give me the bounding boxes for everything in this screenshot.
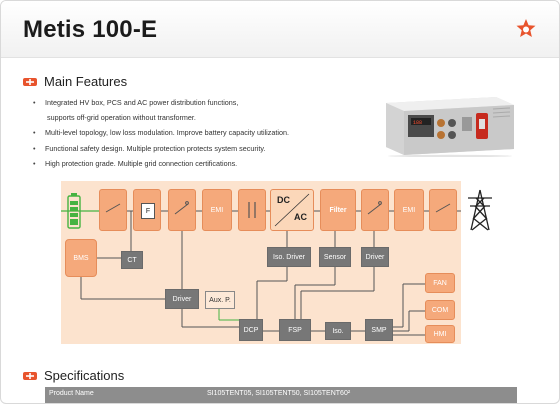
ac-label: AC [294,212,307,222]
main-features-title: Main Features [44,74,128,89]
driver-block-right: Driver [361,247,389,267]
smp-block: SMP [365,319,393,341]
fuse-block: F [133,189,161,231]
emi-label: EMI [210,206,224,214]
svg-text:188: 188 [413,120,422,126]
hmi-block: HMI [425,325,455,343]
switch-block [99,189,127,231]
fuse-label: F [141,203,155,219]
switch-block-right [429,189,457,231]
dc-label: DC [277,195,290,205]
topology-diagram: F EMI DC AC Filter EMI BMS [61,181,461,344]
product-image: 188 [386,97,514,157]
filter-label: Filter [329,206,347,214]
filter-block: Filter [320,189,356,231]
relay-block-right [361,189,389,231]
fan-label: FAN [433,279,447,287]
bms-label: BMS [73,254,89,262]
battery-icon [67,193,81,229]
bms-block: BMS [65,239,97,277]
emi-block-right: EMI [394,189,424,231]
feature-item: Multi-level topology, low loss modulatio… [31,125,289,140]
com-label: COM [431,306,449,314]
feature-item: High protection grade. Multiple grid con… [31,156,289,171]
brand-logo-icon [516,19,536,37]
specifications-heading: Specifications [23,368,124,383]
fsp-block: FSP [279,319,311,341]
capacitor-block [238,189,266,231]
dc-ac-inverter-block: DC AC [270,189,314,231]
feature-item: Integrated HV box, PCS and AC power dist… [31,95,289,110]
sensor-block: Sensor [319,247,351,267]
spec-row-label: Product Name [49,390,94,397]
section-bullet-icon [23,78,37,86]
hmi-label: HMI [433,330,447,338]
iso-driver-block: Iso. Driver [267,247,311,267]
power-grid-tower-icon [468,189,492,231]
main-features-heading: Main Features [23,74,127,89]
spec-table-row: Product Name SI105TENT05, SI105TENT50, S… [45,387,517,403]
emi-label: EMI [402,206,416,214]
driver-block-left: Driver [165,289,199,309]
specifications-title: Specifications [44,368,125,383]
header-bar: Metis 100-E [1,1,559,58]
iso-block: Iso. [325,322,351,340]
fan-block: FAN [425,273,455,293]
feature-item-continued: supports off-grid operation without tran… [47,113,196,123]
feature-item: Functional safety design. Multiple prote… [31,141,289,156]
page-title: Metis 100-E [23,16,158,43]
spec-row-value: SI105TENT05, SI105TENT50, SI105TENT60² [207,390,351,397]
dcp-block: DCP [239,319,263,341]
com-block: COM [425,300,455,320]
section-bullet-icon [23,372,37,380]
aux-power-block: Aux. P. [205,291,235,309]
emi-block-left: EMI [202,189,232,231]
feature-list: Integrated HV box, PCS and AC power dist… [31,95,289,171]
relay-block [168,189,196,231]
ct-block: CT [121,251,143,269]
